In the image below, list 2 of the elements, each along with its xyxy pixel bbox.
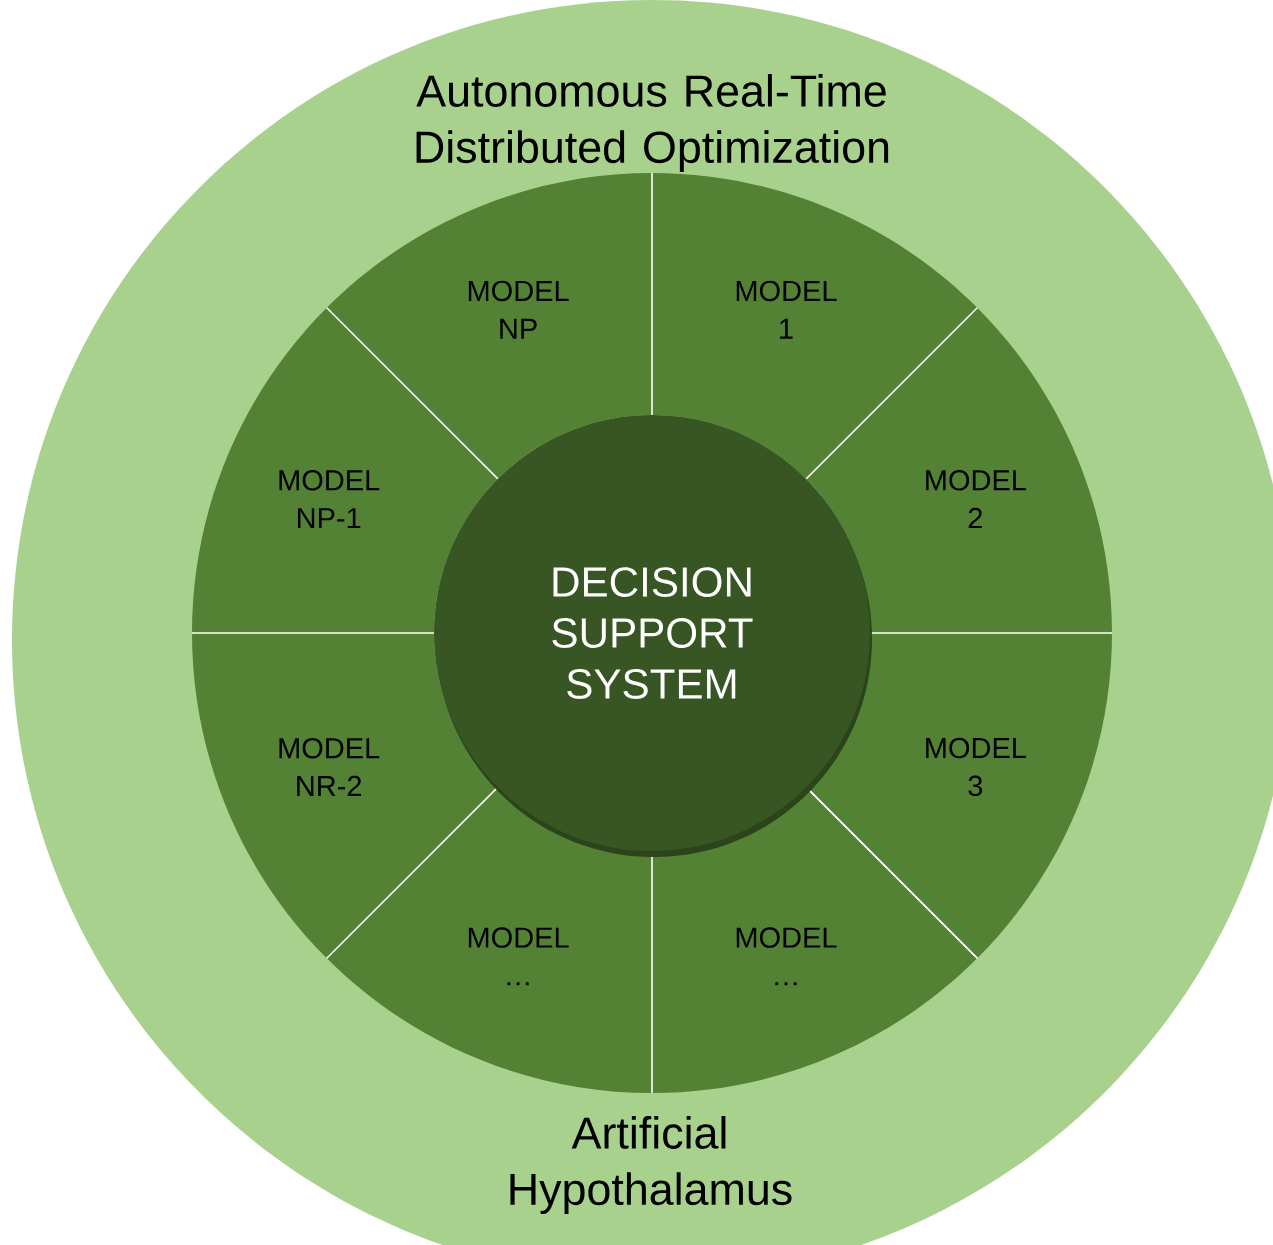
ring-segment: MODEL NP-1: [192, 307, 498, 633]
ring-segment: MODEL 2: [806, 307, 1112, 633]
